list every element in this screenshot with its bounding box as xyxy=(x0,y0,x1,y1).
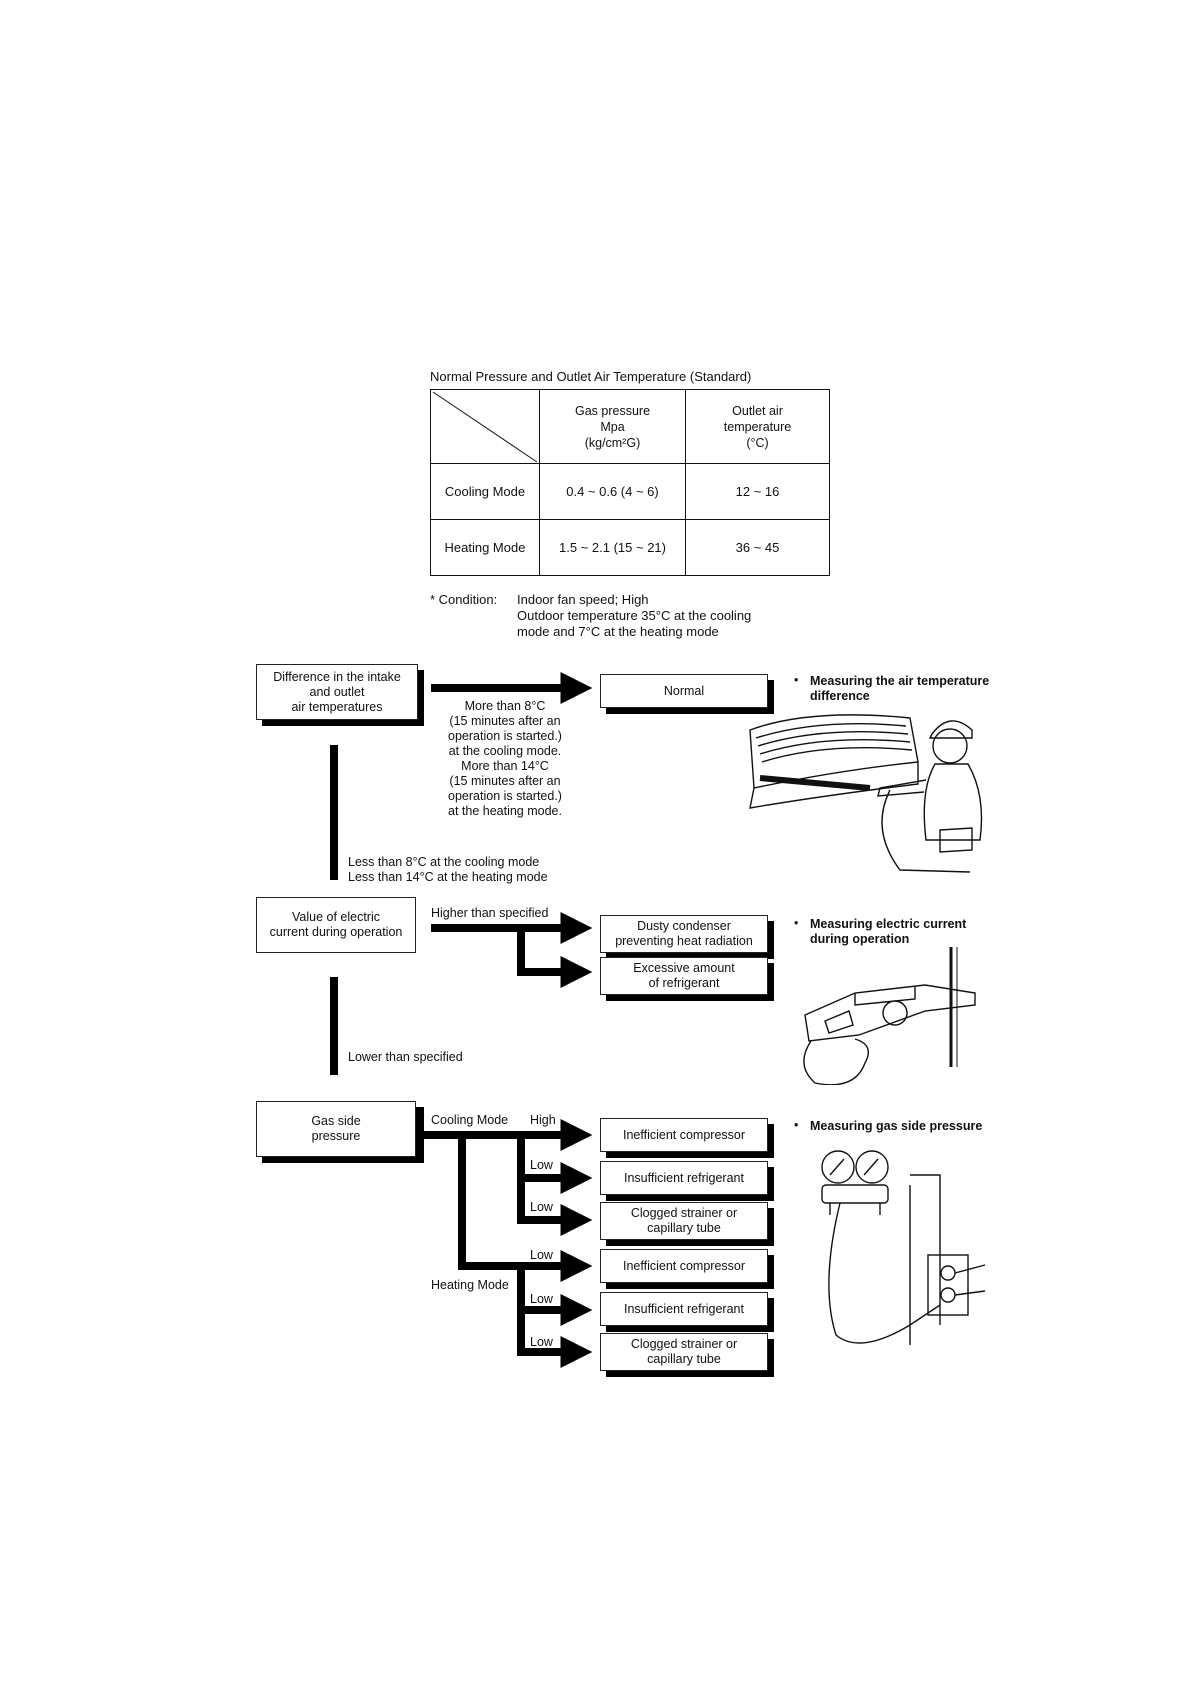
result-clogged-strainer-heating: Clogged strainer or capillary tube xyxy=(600,1333,768,1371)
note-electric-current: Measuring electric current during operat… xyxy=(810,917,967,946)
row-heating-mode: Heating Mode xyxy=(430,519,540,576)
row-heating-pressure: 1.5 ~ 2.1 (15 ~ 21) xyxy=(539,519,686,576)
start-box-gas-pressure: Gas side pressure xyxy=(256,1101,416,1157)
result-normal: Normal xyxy=(600,674,768,708)
gauge-manifold-illustration xyxy=(821,1150,986,1345)
condition-text: Indoor fan speed; High Outdoor temperatu… xyxy=(517,592,752,639)
label-cooling-mode: Cooling Mode xyxy=(431,1113,509,1127)
condition-label: * Condition: xyxy=(430,592,498,607)
result-insufficient-refrigerant-heating: Insufficient refrigerant xyxy=(600,1292,768,1326)
label-heating-mode: Heating Mode xyxy=(431,1278,509,1292)
note-air-temperature: Measuring the air temperature difference xyxy=(810,674,990,703)
result-excessive-refrigerant: Excessive amount of refrigerant xyxy=(600,957,768,995)
air-conditioner-technician-illustration xyxy=(749,714,983,873)
header-gas-pressure: Gas pressure Mpa (kg/cm²G) xyxy=(574,403,651,450)
branch-label-low-5: Low xyxy=(530,1335,553,1349)
branch-label-low-3: Low xyxy=(530,1248,553,1262)
result-inefficient-compressor-heating: Inefficient compressor xyxy=(600,1249,768,1283)
section2-down-label: Lower than specified xyxy=(348,1050,463,1064)
diagonal-header-cell xyxy=(430,389,540,464)
header-outlet-temp: Outlet air temperature (°C) xyxy=(723,403,792,450)
result-clogged-strainer-cooling: Clogged strainer or capillary tube xyxy=(600,1202,768,1240)
row-cooling-mode: Cooling Mode xyxy=(430,463,540,520)
note-gas-pressure: Measuring gas side pressure xyxy=(810,1119,983,1133)
row-heating-temp: 36 ~ 45 xyxy=(685,519,830,576)
section1-down-label: Less than 8°C at the cooling mode Less t… xyxy=(348,855,548,884)
branch-label-high: High xyxy=(530,1113,556,1127)
result-inefficient-compressor-cooling: Inefficient compressor xyxy=(600,1118,768,1152)
row-cooling-temp: 12 ~ 16 xyxy=(685,463,830,520)
branch-label-low-2: Low xyxy=(530,1200,553,1214)
result-dusty-condenser: Dusty condenser preventing heat radiatio… xyxy=(600,915,768,953)
bullet-dot-1: • xyxy=(794,673,799,687)
row-cooling-pressure: 0.4 ~ 0.6 (4 ~ 6) xyxy=(539,463,686,520)
start-box-electric-current: Value of electric current during operati… xyxy=(256,897,416,953)
table-title: Normal Pressure and Outlet Air Temperatu… xyxy=(430,369,752,384)
condition-higher: Higher than specified xyxy=(431,906,549,920)
condition-more-than: More than 8°C (15 minutes after an opera… xyxy=(448,699,562,818)
branch-label-low-4: Low xyxy=(530,1292,553,1306)
start-box-air-temperature: Difference in the intake and outlet air … xyxy=(256,664,418,720)
result-insufficient-refrigerant-cooling: Insufficient refrigerant xyxy=(600,1161,768,1195)
branch-label-low-1: Low xyxy=(530,1158,553,1172)
pressure-table: Gas pressure Mpa (kg/cm²G) Outlet air te… xyxy=(430,389,830,576)
bullet-dot-3: • xyxy=(794,1118,799,1132)
bullet-dot-2: • xyxy=(794,916,799,930)
clamp-meter-illustration xyxy=(803,947,976,1085)
